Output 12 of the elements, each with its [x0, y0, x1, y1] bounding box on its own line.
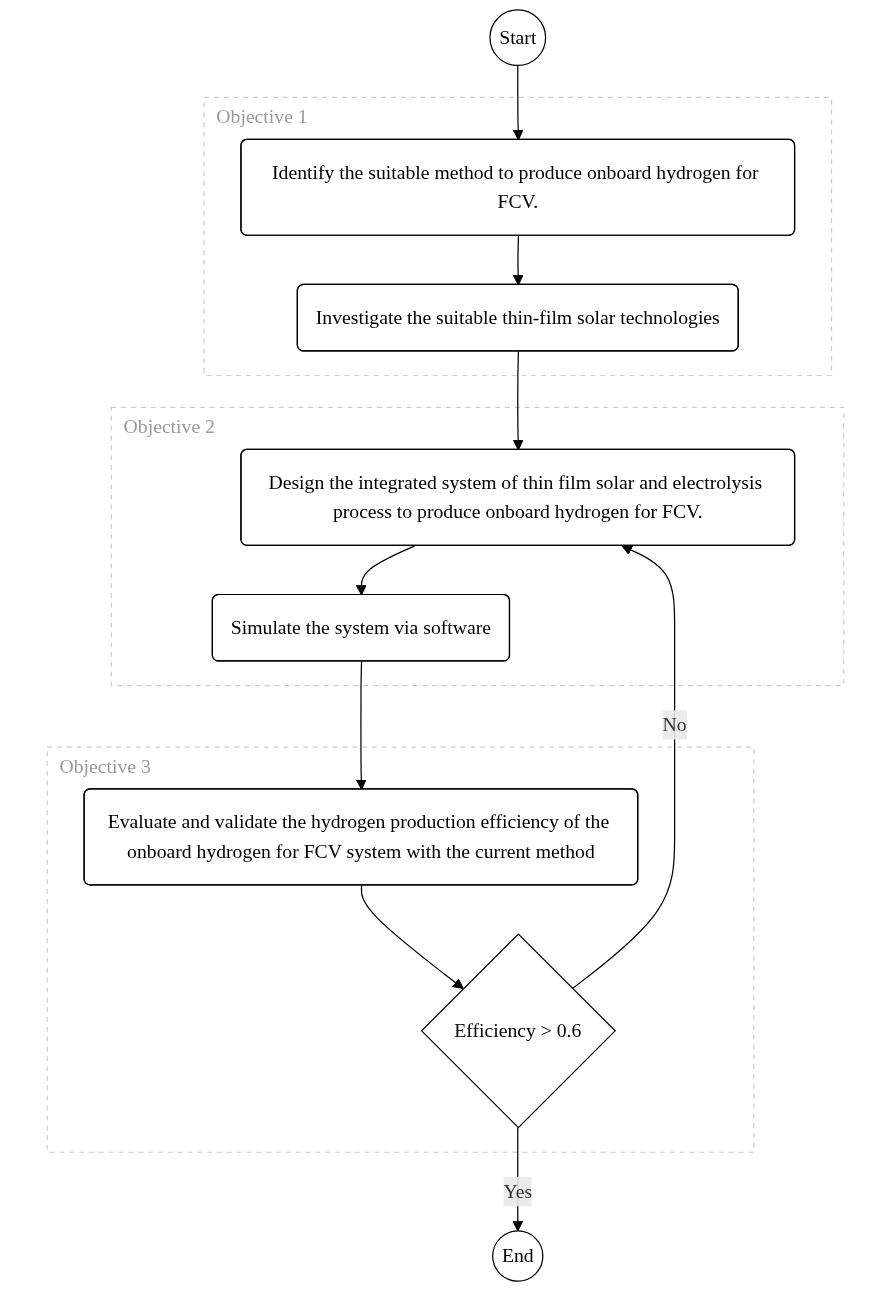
- arrow: [355, 545, 416, 596]
- node-circle: End: [492, 1230, 544, 1282]
- arrow: [571, 545, 676, 990]
- arrow: [512, 350, 524, 451]
- edge-label: Yes: [503, 1180, 533, 1202]
- arrow: [512, 64, 524, 141]
- arrow: [355, 660, 367, 790]
- node-diamond: Efficiency > 0.6: [420, 933, 617, 1129]
- arrow: [360, 884, 464, 990]
- node-circle: Start: [489, 9, 547, 67]
- arrow: [512, 235, 524, 286]
- edge-label: No: [662, 713, 687, 735]
